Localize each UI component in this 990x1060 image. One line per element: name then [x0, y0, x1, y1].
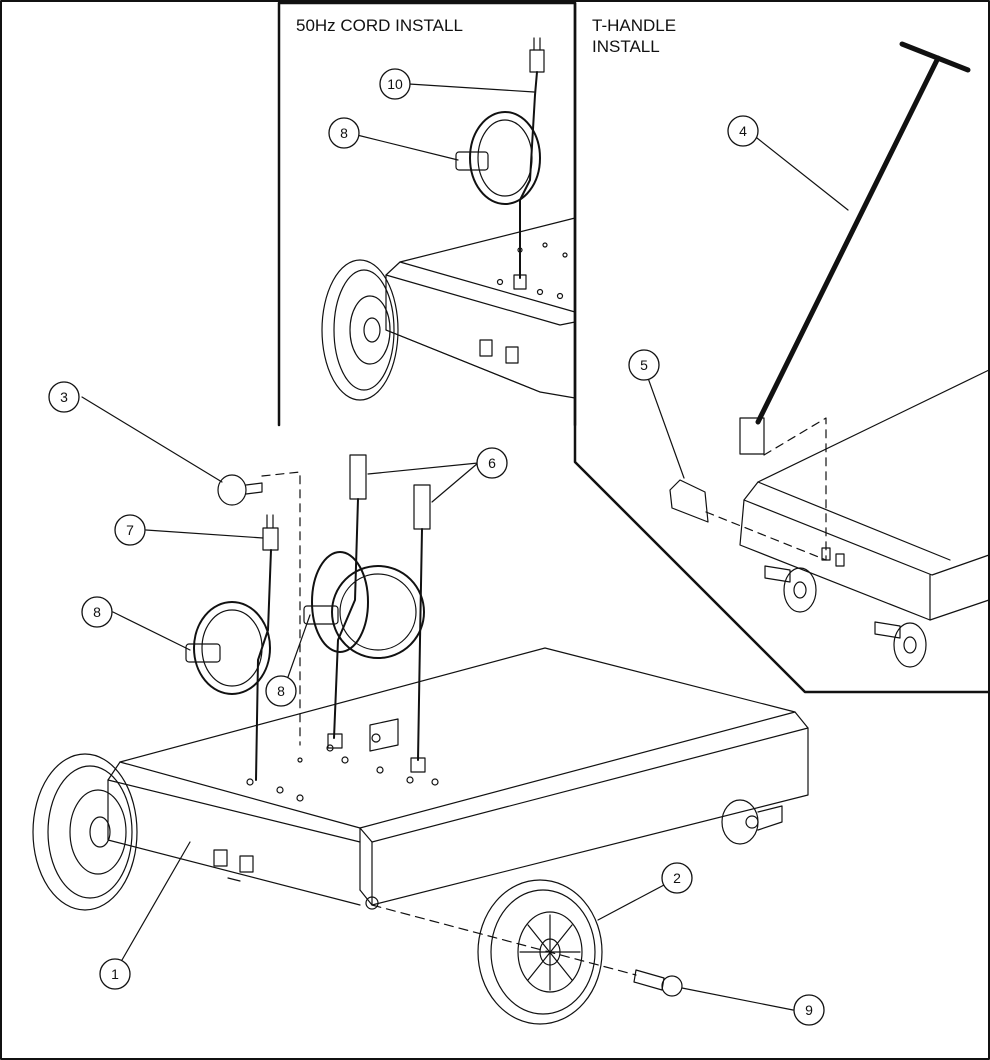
cord-7 — [255, 549, 272, 781]
cart-top-deck — [119, 647, 796, 829]
t-handle-grip — [899, 41, 971, 73]
leader-7 — [145, 529, 264, 539]
leader-10 — [408, 83, 535, 93]
t-handle-sleeve — [739, 417, 765, 455]
caster-rear — [893, 622, 927, 668]
handle-clip — [669, 479, 709, 523]
t-handle-inset-frame — [573, 1, 990, 694]
t-handle-install-title: T-HANDLE INSTALL — [592, 16, 677, 56]
leader-5 — [647, 377, 685, 479]
cord-inset-wheel — [321, 259, 399, 401]
leader-8-left — [112, 611, 191, 651]
caster-front — [783, 567, 817, 613]
leader-2 — [597, 884, 665, 921]
cord-inset-cord — [519, 71, 538, 279]
axle-bolt-9 — [633, 969, 665, 991]
callout-circle-2 — [661, 862, 693, 894]
callout-7: 7 — [126, 522, 134, 538]
callout-10: 10 — [387, 76, 403, 92]
wheel-2 — [477, 879, 603, 1025]
leader-8-center — [287, 614, 311, 678]
axle-dash-line — [371, 904, 637, 976]
leader-6b — [431, 462, 479, 503]
t-handle-shaft — [755, 55, 941, 425]
cord-inset-tie — [455, 151, 489, 171]
rear-caster — [721, 799, 759, 845]
callout-circles — [48, 68, 825, 1026]
cord-inset-cart-body — [385, 217, 576, 399]
callout-circle-8-left — [81, 596, 113, 628]
cord-inset-switch-a — [479, 339, 493, 357]
callout-circle-5 — [628, 349, 660, 381]
callout-circle-7 — [114, 514, 146, 546]
cord-7-coil — [193, 601, 271, 695]
callout-9: 9 — [805, 1002, 813, 1018]
cord-6a — [333, 498, 359, 739]
callout-circle-8-inset — [328, 117, 360, 149]
cord-6b — [417, 528, 423, 761]
callout-1: 1 — [111, 966, 119, 982]
leader-8-inset — [356, 134, 459, 161]
front-wheel — [32, 753, 138, 911]
callout-circle-10 — [379, 68, 411, 100]
callout-4: 4 — [739, 123, 747, 139]
callout-circle-6 — [476, 447, 508, 479]
callout-circle-3 — [48, 381, 80, 413]
callout-8-inset: 8 — [340, 125, 348, 141]
cord-6-coil-b — [331, 565, 425, 659]
callout-circle-8-center — [265, 675, 297, 707]
callout-circle-1 — [99, 958, 131, 990]
cord-install-title: 50Hz CORD INSTALL — [296, 16, 463, 35]
callout-circle-9 — [793, 994, 825, 1026]
power-switch-a — [213, 849, 228, 867]
leader-6a — [367, 462, 479, 475]
callout-6: 6 — [488, 455, 496, 471]
leader-4 — [756, 137, 849, 211]
callout-8-center: 8 — [277, 683, 285, 699]
callout-2: 2 — [673, 870, 681, 886]
knob-3 — [217, 474, 247, 506]
main-cart — [32, 396, 809, 1025]
cart-right-side — [359, 711, 809, 906]
cord-install-inset — [277, 1, 577, 427]
leader-3 — [81, 396, 223, 483]
leader-1 — [121, 841, 191, 961]
cart-front-panel — [107, 761, 361, 906]
t-handle-install-inset — [573, 1, 990, 694]
cord-7-plug — [262, 527, 279, 551]
leader-9 — [681, 987, 794, 1011]
t-handle-cart-body — [739, 369, 990, 621]
cord-6-tie — [303, 605, 339, 625]
junction-box — [369, 718, 399, 752]
callout-circle-4 — [727, 115, 759, 147]
cord-inset-coil — [469, 111, 541, 205]
t-handle-dash-path — [763, 417, 827, 561]
cord-6b-plug — [413, 484, 431, 530]
cord-7-tie — [185, 643, 221, 663]
callout-8-left: 8 — [93, 604, 101, 620]
cord-6a-plug — [349, 454, 367, 500]
power-switch-b — [239, 855, 254, 873]
callout-3: 3 — [60, 389, 68, 405]
cord-inset-switch-b — [505, 346, 519, 364]
callout-5: 5 — [640, 357, 648, 373]
cord-inset-plug — [529, 49, 545, 73]
cord-6-coil-a — [311, 551, 369, 653]
